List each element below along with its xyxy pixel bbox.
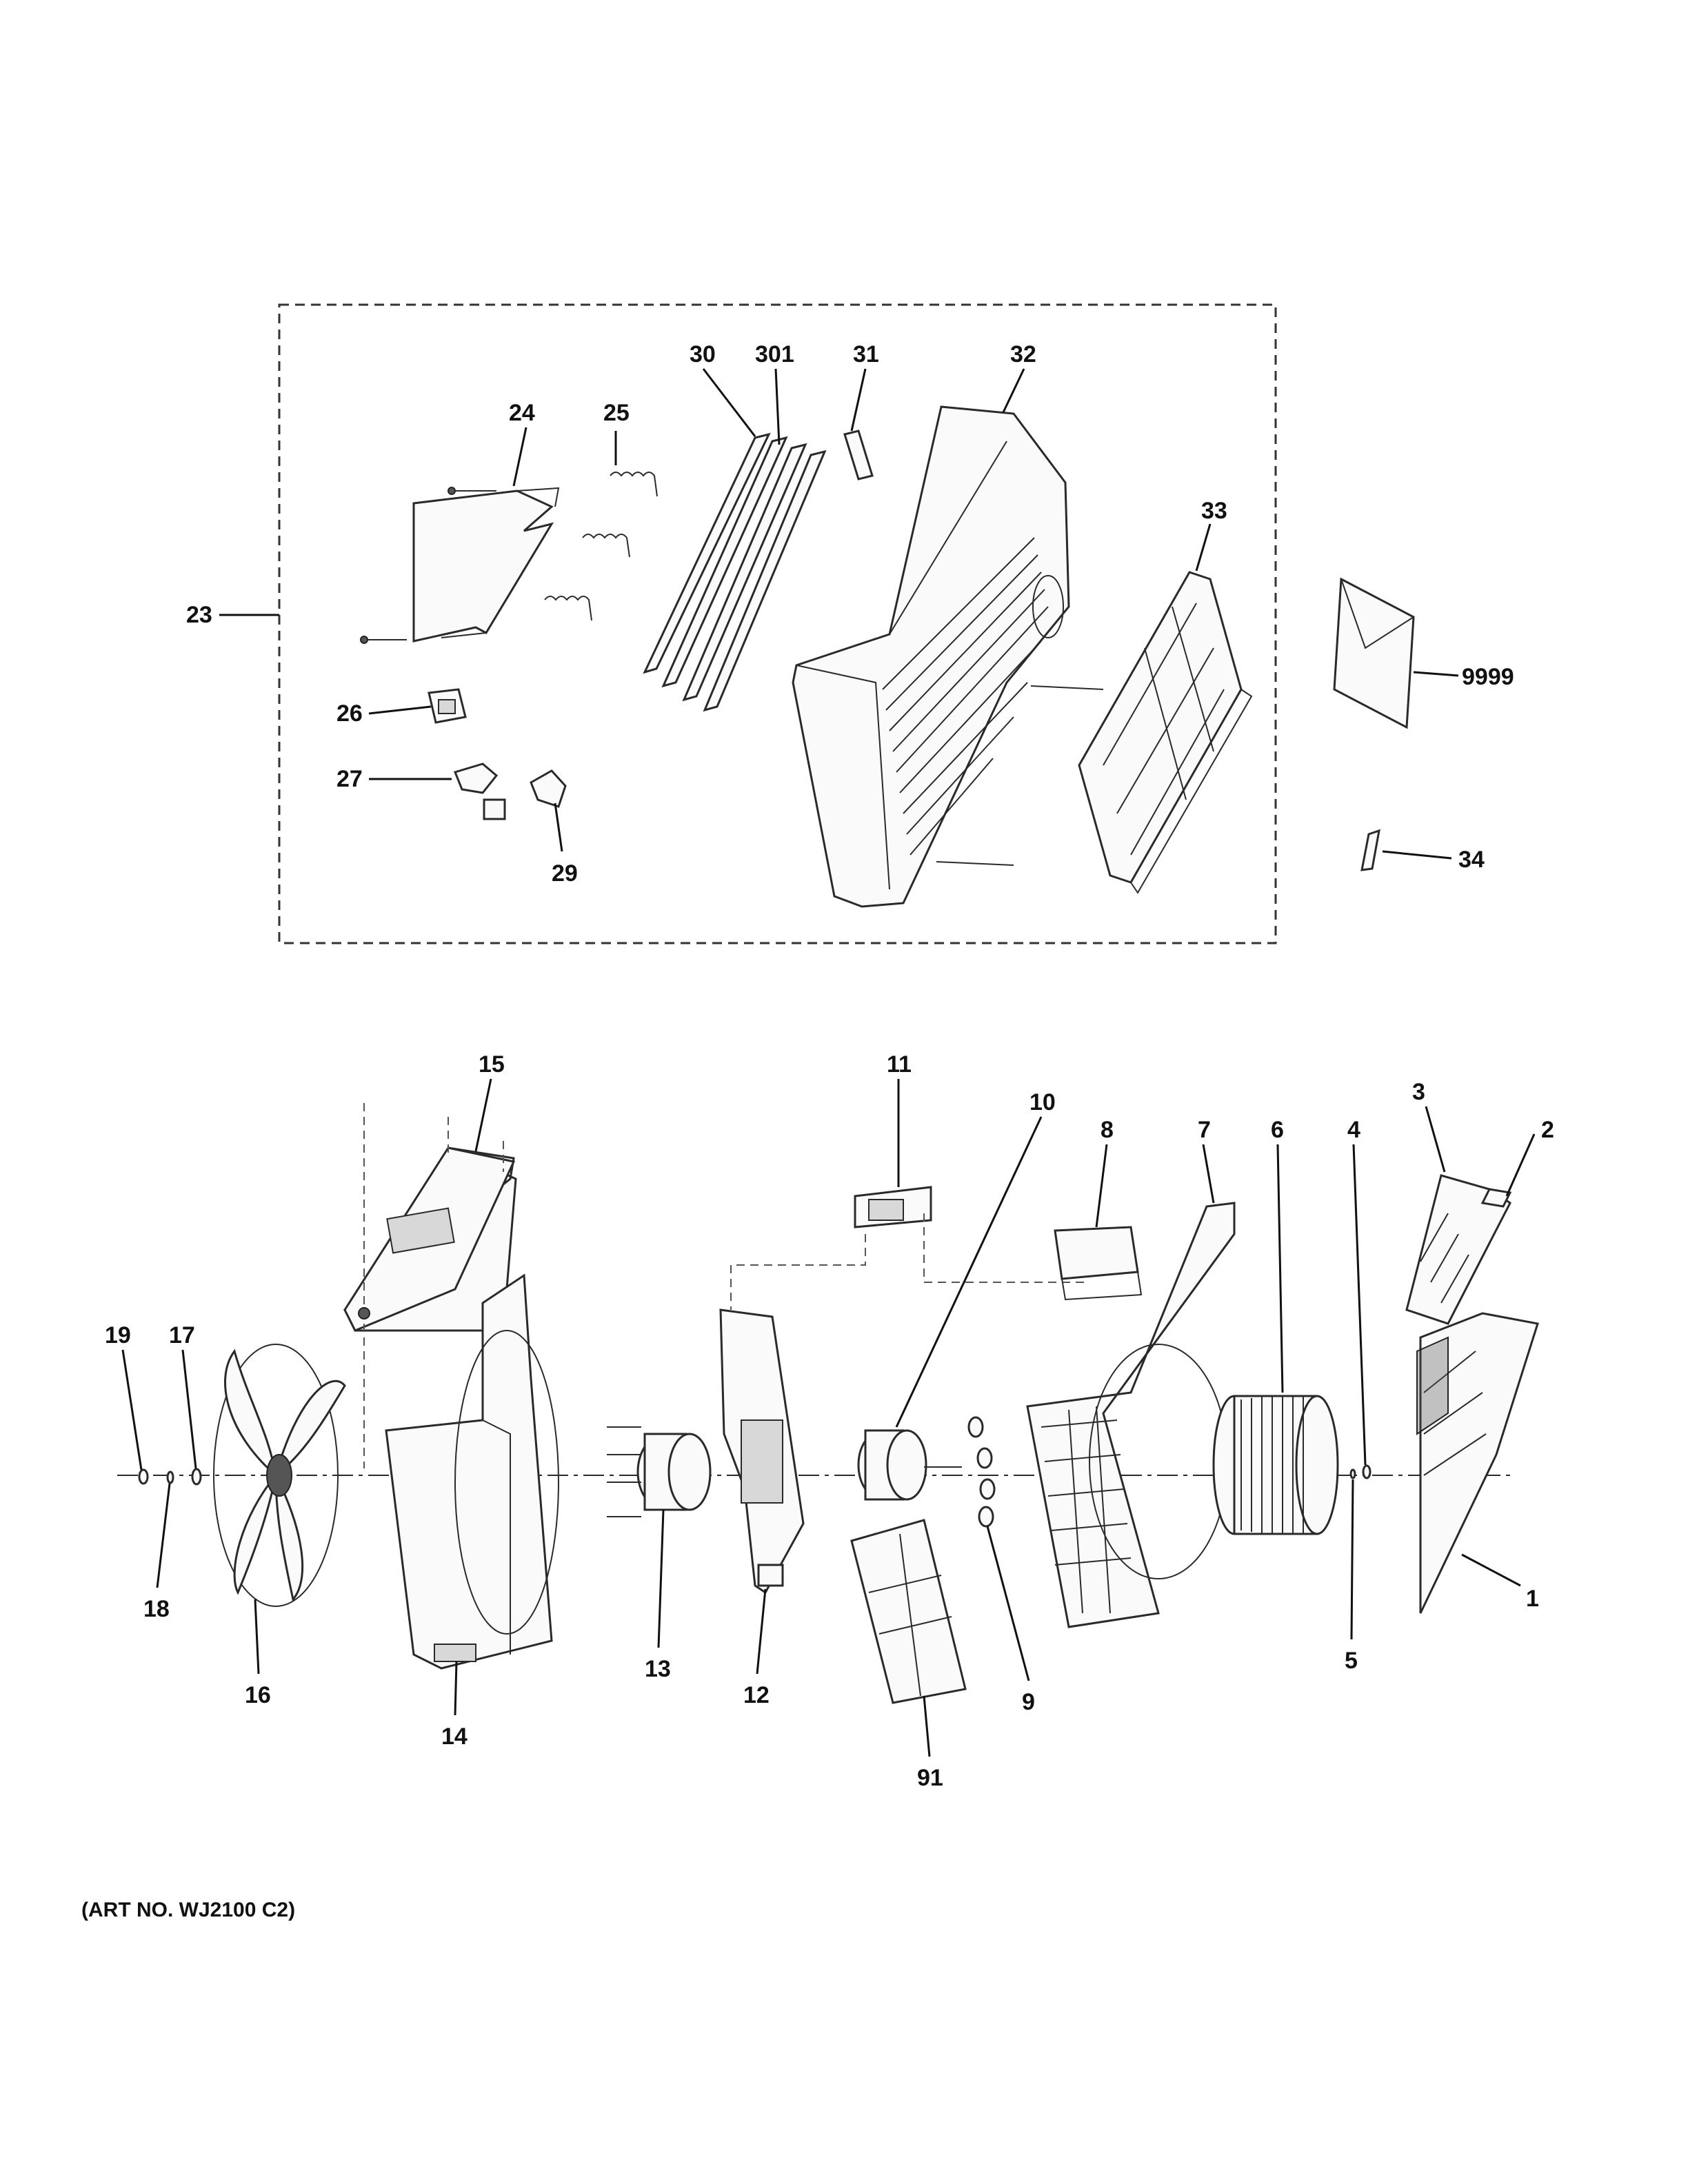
- part-301-rail: [682, 443, 827, 712]
- part-8-duct: [1054, 1226, 1143, 1301]
- callout-label: 34: [1458, 847, 1485, 873]
- part-15-top-panel: [343, 1103, 517, 1468]
- callout-label: 32: [1010, 341, 1036, 367]
- part-11-mount-plate: [730, 1186, 1086, 1310]
- part-32-front-grille: [792, 405, 1104, 908]
- part-31-clip: [843, 429, 874, 481]
- callout-label: 8: [1101, 1117, 1114, 1143]
- part-10-motor: [857, 1429, 962, 1501]
- part-17-washer: [191, 1468, 202, 1486]
- callout-label: 9: [1022, 1689, 1035, 1715]
- callout-label: 13: [645, 1656, 671, 1682]
- callout-label: 5: [1345, 1648, 1358, 1674]
- callout-label: 27: [336, 766, 363, 792]
- art-number: (ART NO. WJ2100 C2): [81, 1899, 295, 1921]
- part-2-bracket: [1480, 1188, 1512, 1208]
- callout-label: 10: [1029, 1089, 1056, 1115]
- callout-label: 91: [917, 1765, 943, 1791]
- part-14-shroud: [385, 1273, 559, 1670]
- part-12-motor-bracket: [719, 1308, 805, 1595]
- callout-label: 23: [186, 602, 212, 628]
- part-19-washer: [138, 1468, 149, 1485]
- callout-label: 33: [1201, 498, 1227, 524]
- callout-label: 301: [755, 341, 794, 367]
- part-30-rail: [643, 432, 788, 688]
- callout-label: 30: [690, 341, 716, 367]
- part-7-blower-housing: [1026, 1202, 1236, 1628]
- callout-label: 4: [1347, 1117, 1360, 1143]
- callout-label: 19: [105, 1322, 131, 1348]
- kit-group-box: [278, 303, 1277, 944]
- callout-label: 29: [552, 860, 578, 887]
- part-13-motor: [607, 1426, 712, 1517]
- part-33-filter: [1078, 571, 1253, 894]
- callout-label: 9999: [1462, 664, 1514, 690]
- callout-label: 7: [1198, 1117, 1211, 1143]
- callout-label: 14: [441, 1723, 468, 1750]
- part-4-clip: [1362, 1464, 1372, 1479]
- callout-label: 25: [603, 400, 630, 426]
- callout-label: 1: [1526, 1586, 1539, 1612]
- part-9-grommets: [967, 1416, 996, 1528]
- part-18-washer: [166, 1470, 174, 1484]
- part-6-blower-wheel: [1212, 1395, 1339, 1535]
- part-34-small-part: [1360, 829, 1380, 871]
- callout-label: 16: [245, 1682, 271, 1708]
- part-91-panel: [850, 1519, 967, 1704]
- part-24-cover-plate: [360, 487, 560, 644]
- callout-label: 31: [853, 341, 879, 367]
- part-26-springs: [544, 472, 658, 621]
- callout-label: 15: [479, 1051, 505, 1078]
- callout-label: 3: [1412, 1079, 1425, 1105]
- callout-label: 11: [887, 1051, 912, 1078]
- part-1-back-plate: [1416, 1312, 1539, 1614]
- callout-label: 24: [509, 400, 535, 426]
- part-5-washer: [1349, 1468, 1356, 1479]
- callout-label: 26: [336, 700, 363, 727]
- part-16-fan: [213, 1344, 346, 1607]
- leader-lines: [121, 368, 1536, 1757]
- part-25-clip: [428, 688, 467, 724]
- part-9999-manual: [1333, 577, 1415, 729]
- part-29-latch: [530, 769, 567, 808]
- callout-label: 18: [143, 1596, 170, 1622]
- callout-label: 6: [1271, 1117, 1284, 1143]
- callout-label: 17: [169, 1322, 195, 1348]
- part-27-bracket: [453, 762, 506, 820]
- callout-label: 2: [1541, 1117, 1554, 1143]
- callout-label: 12: [743, 1682, 770, 1708]
